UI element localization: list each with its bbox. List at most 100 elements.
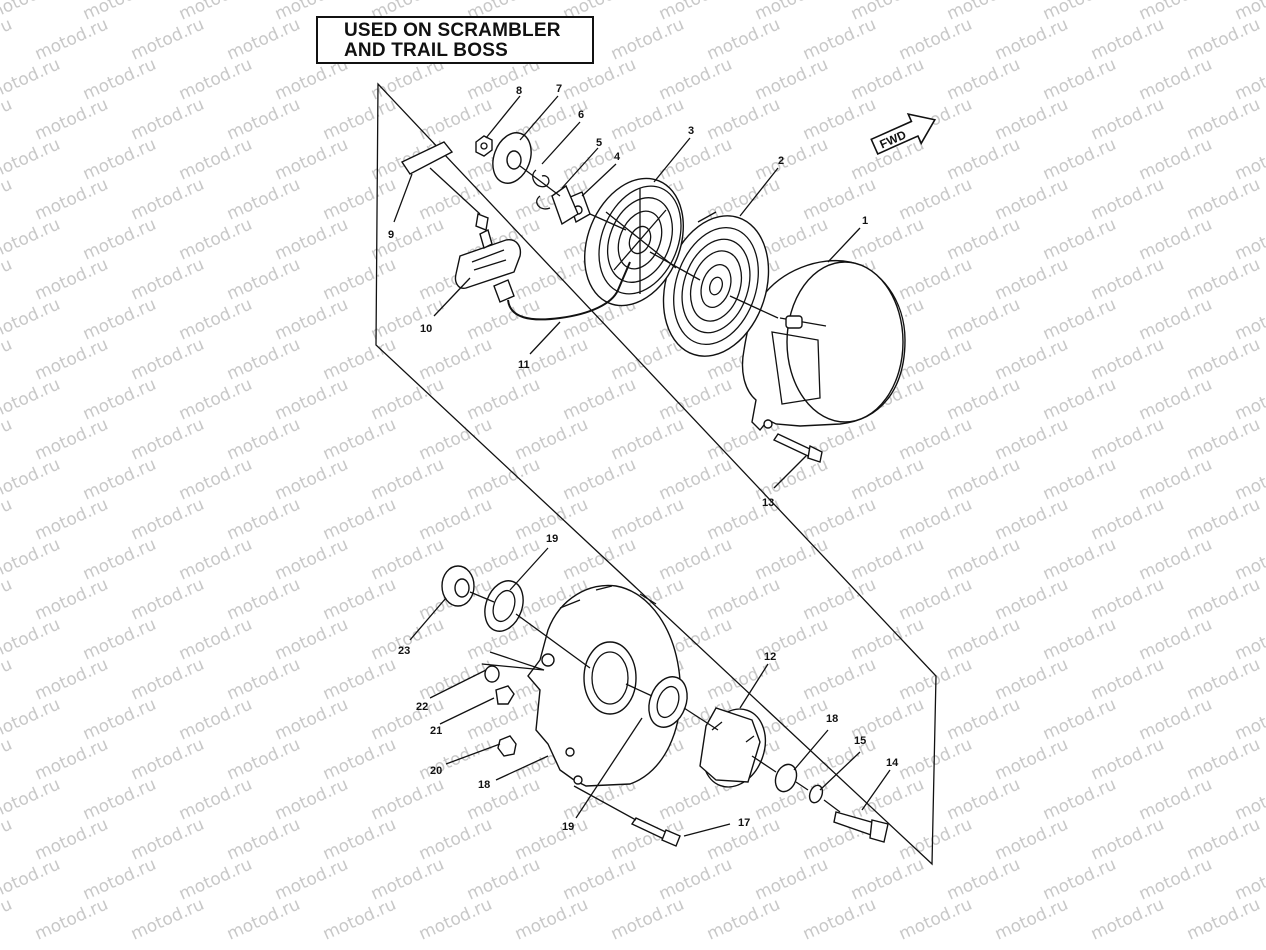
watermark-text: motod.ru (800, 495, 879, 545)
watermark-text: motod.ru (1040, 855, 1119, 905)
watermark-text: motod.ru (944, 375, 1023, 425)
watermark-text: motod.ru (224, 575, 303, 625)
watermark-text: motod.ru (1088, 255, 1167, 305)
watermark-text: motod.ru (848, 55, 927, 105)
callout-4: 4 (614, 151, 621, 163)
watermark-text: motod.ru (1088, 15, 1167, 65)
watermark-text: motod.ru (1040, 215, 1119, 265)
watermark-text: motod.ru (0, 135, 63, 185)
watermark-text: motod.ru (32, 255, 111, 305)
callout-21: 21 (430, 725, 442, 737)
watermark-text: motod.ru (944, 615, 1023, 665)
watermark-text: motod.ru (848, 855, 927, 905)
watermark-text: motod.ru (512, 815, 591, 865)
lock-washer (808, 784, 824, 804)
watermark-text: motod.ru (0, 615, 63, 665)
watermark-text: motod.ru (224, 95, 303, 145)
watermark-text: motod.ru (32, 895, 111, 945)
watermark-text: motod.ru (992, 655, 1071, 705)
watermark-text: motod.ru (560, 375, 639, 425)
watermark-text: motod.ru (944, 55, 1023, 105)
watermark-text: motod.ru (944, 295, 1023, 345)
callout-19-top: 19 (546, 533, 558, 545)
watermark-text: motod.ru (1040, 135, 1119, 185)
watermark-text: motod.ru (128, 495, 207, 545)
callout-5: 5 (596, 137, 602, 149)
watermark-text: motod.ru (896, 255, 975, 305)
watermark-text: motod.ru (128, 15, 207, 65)
watermark-text: motod.ru (992, 735, 1071, 785)
watermark-text: motod.ru (176, 695, 255, 745)
watermark-text: motod.ru (416, 655, 495, 705)
watermark-text: motod.ru (128, 655, 207, 705)
watermark-text: motod.ru (128, 175, 207, 225)
nut (475, 135, 493, 157)
watermark-text: motod.ru (32, 655, 111, 705)
watermark-text: motod.ru (0, 495, 15, 545)
starter-housing (741, 259, 906, 432)
watermark-text: motod.ru (80, 615, 159, 665)
watermark-text: motod.ru (0, 815, 15, 865)
watermark-text: motod.ru (944, 775, 1023, 825)
watermark-text: motod.ru (176, 375, 255, 425)
watermark-text: motod.ru (1136, 455, 1215, 505)
watermark-text: motod.ru (1088, 735, 1167, 785)
watermark-text: motod.ru (128, 575, 207, 625)
watermark-text: motod.ru (128, 95, 207, 145)
watermark-text: motod.ru (1040, 695, 1119, 745)
watermark-text: motod.ru (32, 495, 111, 545)
watermark-text: motod.ru (320, 335, 399, 385)
watermark-text: motod.ru (0, 575, 15, 625)
watermark-text: motod.ru (224, 815, 303, 865)
callout-17: 17 (738, 817, 750, 829)
watermark-text: motod.ru (128, 415, 207, 465)
watermark-text: motod.ru (992, 335, 1071, 385)
watermark-text: motod.ru (1136, 855, 1215, 905)
watermark-text: motod.ru (0, 655, 15, 705)
watermark-text: motod.ru (80, 695, 159, 745)
watermark-text: motod.ru (1088, 495, 1167, 545)
watermark-text: motod.ru (800, 655, 879, 705)
watermark-text: motod.ru (704, 95, 783, 145)
watermark-text: motod.ru (176, 295, 255, 345)
watermark-text: motod.ru (176, 215, 255, 265)
model-note-line-1: USED ON SCRAMBLER (344, 20, 561, 41)
watermark-text: motod.ru (800, 95, 879, 145)
watermark-text: motod.ru (0, 255, 15, 305)
watermark-text: motod.ru (1040, 535, 1119, 585)
recoil-spring (662, 211, 770, 357)
callout-18-right: 18 (826, 713, 838, 725)
callout-11: 11 (518, 359, 530, 371)
watermark-text: motod.ru (1184, 735, 1263, 785)
watermark-text: motod.ru (464, 775, 543, 825)
assembly-boundary (375, 82, 937, 866)
grommet (497, 735, 517, 757)
watermark-text: motod.ru (0, 775, 63, 825)
watermark-text: motod.ru (320, 895, 399, 945)
watermark-text: motod.ru (176, 855, 255, 905)
watermark-text: motod.ru (1088, 415, 1167, 465)
watermark-text: motod.ru (896, 575, 975, 625)
watermark-text: motod.ru (80, 55, 159, 105)
watermark-text: motod.ru (416, 735, 495, 785)
watermark-text: motod.ru (800, 895, 879, 945)
alignment-lines (469, 165, 841, 821)
watermark-text: motod.ru (944, 135, 1023, 185)
watermark-text: motod.ru (80, 375, 159, 425)
starter-cup (699, 707, 767, 788)
watermark-text: motod.ru (320, 815, 399, 865)
watermark-text: motod.ru (1040, 55, 1119, 105)
watermark-text: motod.ru (128, 255, 207, 305)
watermark-text: motod.ru (1088, 335, 1167, 385)
watermark-text: motod.ru (80, 535, 159, 585)
watermark-text: motod.ru (848, 615, 927, 665)
watermark-text: motod.ru (32, 815, 111, 865)
callout-20: 20 (430, 765, 442, 777)
watermark-text: motod.ru (272, 695, 351, 745)
watermark-text: motod.ru (1040, 455, 1119, 505)
plug (495, 685, 515, 705)
watermark-text: motod.ru (320, 415, 399, 465)
leader-lines (393, 95, 891, 837)
watermark-text: motod.ru (176, 535, 255, 585)
